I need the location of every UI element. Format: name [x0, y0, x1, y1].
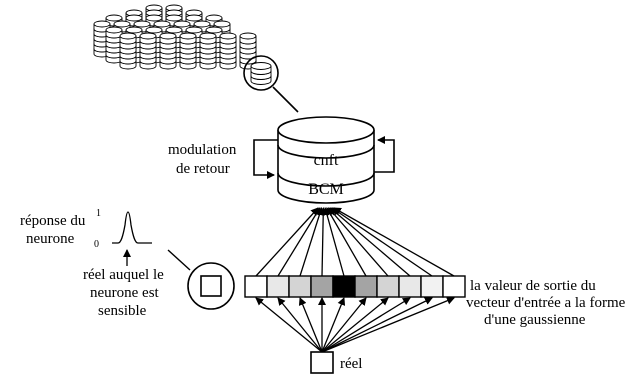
input-to-vector-arrow [255, 297, 323, 353]
neuron-column [219, 32, 237, 70]
reponse-label-line2: neurone [26, 231, 75, 247]
axis-zero-label: 0 [94, 239, 99, 250]
neuron-column [199, 32, 217, 70]
reponse-label-line1: réponse du [20, 213, 86, 229]
feedback-loop-right [374, 136, 395, 173]
reel-sensible-line1: réel auquel le [83, 267, 164, 283]
vector-to-neuron-arrows [255, 207, 455, 277]
input-to-vector-arrow [321, 297, 411, 353]
vector-cell [244, 275, 268, 298]
sortie-label-line1: la valeur de sortie du [470, 278, 596, 294]
vector-to-neuron-arrow [323, 207, 345, 277]
response-plot [112, 211, 152, 244]
modulation-label-line2: de retour [176, 161, 230, 177]
sortie-label-line3: d'une gaussienne [484, 312, 586, 328]
input-to-vector-arrows [255, 296, 455, 353]
input-to-vector-arrow [321, 297, 367, 353]
cnft-label: cnft [314, 152, 339, 169]
vector-cell [376, 275, 400, 298]
input-to-vector-arrow [298, 297, 323, 353]
vector-cell [398, 275, 422, 298]
neuron-column [179, 32, 197, 70]
modulation-label-line1: modulation [168, 142, 237, 158]
input-to-vector-arrow [321, 297, 433, 353]
sortie-label-line2: vecteur d'entrée a la forme [466, 295, 626, 311]
vector-to-neuron-arrow [319, 207, 328, 277]
neuron-cluster [93, 4, 257, 70]
neuron-cylinder [277, 116, 375, 204]
reel-sensible-line3: sensible [98, 303, 147, 319]
neuron-column [105, 26, 123, 64]
magnifier-left-connector [167, 249, 191, 271]
vector-cell [310, 275, 334, 298]
axis-one-label: 1 [96, 208, 101, 219]
vector-to-neuron-arrow [327, 207, 389, 277]
neuron-column [159, 32, 177, 70]
vector-cell [354, 275, 378, 298]
neuron-column-magnified [250, 62, 272, 85]
input-to-vector-arrow [321, 297, 346, 353]
vector-to-neuron-arrow [299, 207, 324, 277]
vector-to-neuron-arrow [277, 207, 321, 277]
input-vector [244, 275, 466, 298]
input-to-vector-arrow [277, 297, 323, 353]
neuron-column [139, 32, 157, 70]
magnified-cell [200, 275, 222, 297]
vector-cell [442, 275, 466, 298]
input-box [310, 351, 334, 374]
vector-to-neuron-arrow [333, 207, 455, 277]
input-label: réel [340, 356, 362, 372]
vector-to-neuron-arrow [326, 207, 367, 277]
neuron-column [239, 32, 257, 70]
magnified-stack [250, 62, 272, 85]
neuron-column [119, 32, 137, 70]
input-to-vector-arrow [321, 296, 455, 353]
vector-cell [332, 275, 356, 298]
vector-cell [288, 275, 312, 298]
vector-to-neuron-arrow [255, 207, 319, 277]
magnifier-connector [272, 86, 299, 113]
vector-cell [266, 275, 290, 298]
magnifier-circle-top [243, 55, 279, 91]
vector-cell [420, 275, 444, 298]
feedback-loop-left [253, 139, 278, 179]
bcm-label: BCM [308, 181, 344, 198]
gaussian-curve [112, 211, 152, 244]
vector-to-neuron-arrow [331, 207, 433, 277]
input-to-vector-arrow [321, 297, 389, 353]
vector-to-neuron-arrow [329, 207, 411, 277]
reel-sensible-line2: neurone est [90, 285, 160, 301]
magnifier-circle-left [187, 262, 235, 310]
